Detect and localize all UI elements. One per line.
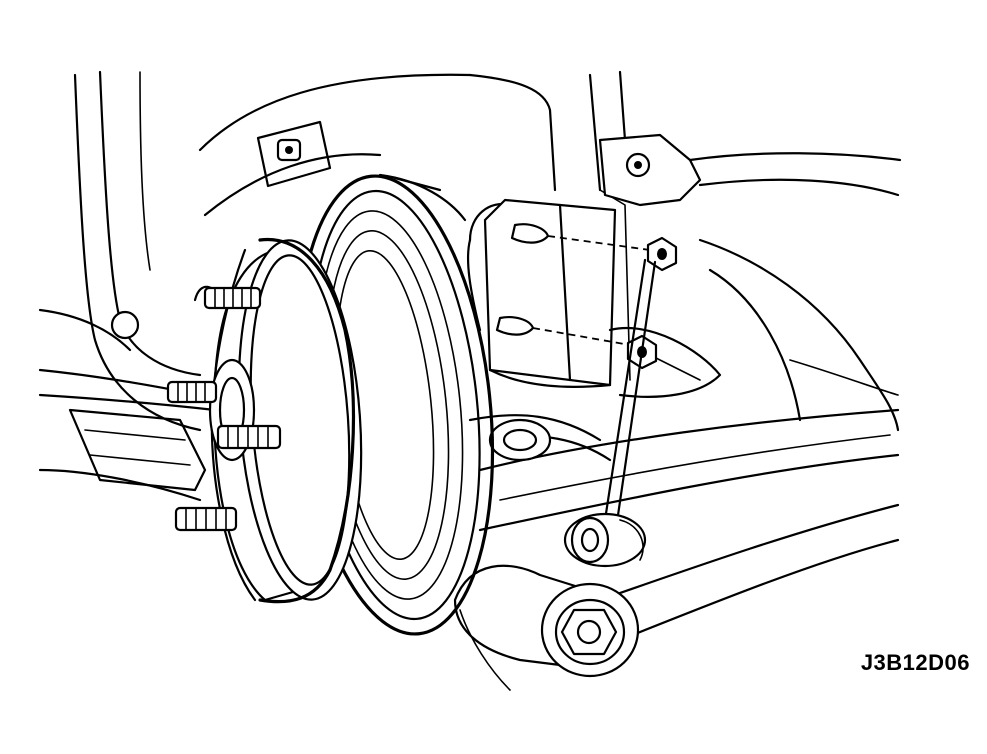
lower-control-arm	[468, 408, 900, 642]
wheel-studs	[166, 286, 282, 532]
wheel-stud-icon	[203, 286, 262, 310]
wheel-stud-icon	[174, 506, 238, 532]
sensor-bracket	[466, 133, 722, 398]
upper-nut-icon	[646, 236, 678, 272]
figure-code: J3B12D06	[860, 650, 970, 675]
knuckle-lower-bushing	[453, 564, 640, 691]
sensor-link-rod	[563, 258, 657, 568]
wheel-stud-icon	[166, 380, 218, 404]
bushing-bolt-hex-icon	[560, 608, 618, 656]
wheel-stud-icon	[216, 424, 282, 450]
vehicle-body-panels	[38, 70, 902, 502]
mounting-nuts	[626, 236, 678, 370]
